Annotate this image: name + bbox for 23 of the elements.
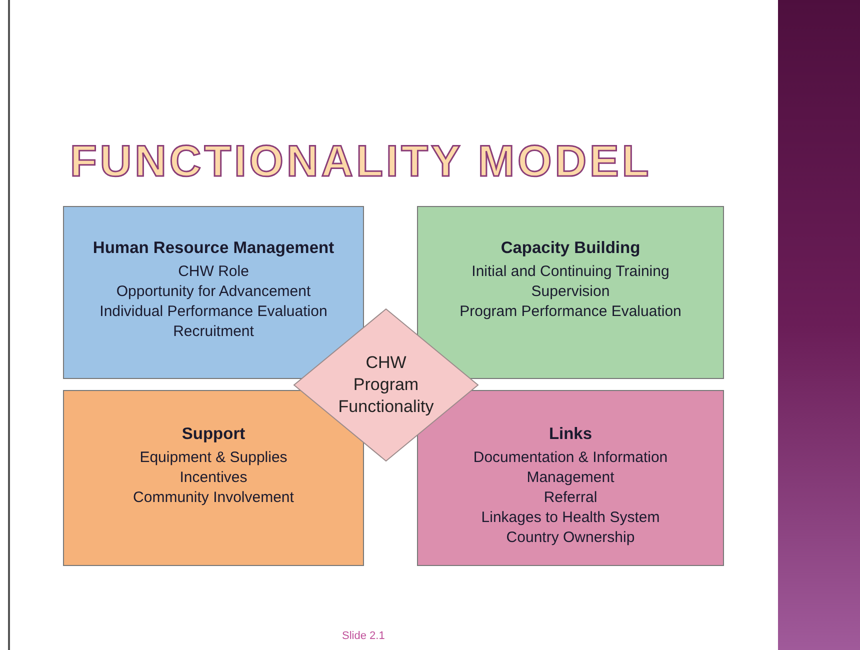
box-item: Country Ownership [505,528,636,548]
diamond-label: CHW Program Functionality [337,352,435,418]
box-heading: Links [548,424,592,445]
box-item: Equipment & Supplies [138,448,288,468]
box-item: Recruitment [172,322,255,342]
box-heading: Human Resource Management [92,238,334,259]
box-item: Supervision [530,282,611,302]
box-item: Linkages to Health System [480,508,661,528]
slide-title: FUNCTIONALITY MODEL [70,140,652,184]
box-item: Opportunity for Advancement [115,282,312,302]
slide-number: Slide 2.1 [342,629,385,644]
box-item: Initial and Continuing Training [470,262,670,282]
box-item: Program Performance Evaluation [458,302,682,322]
box-item: Referral [542,488,598,508]
box-item: Incentives [178,468,248,488]
box-heading: Capacity Building [500,238,640,259]
category-box [417,206,724,379]
box-item: Documentation & Information Management [472,448,669,488]
box-item: Individual Performance Evaluation [98,302,328,322]
category-box [63,206,364,379]
box-item: CHW Role [177,262,250,282]
box-item: Community Involvement [132,488,295,508]
box-heading: Support [182,424,246,445]
